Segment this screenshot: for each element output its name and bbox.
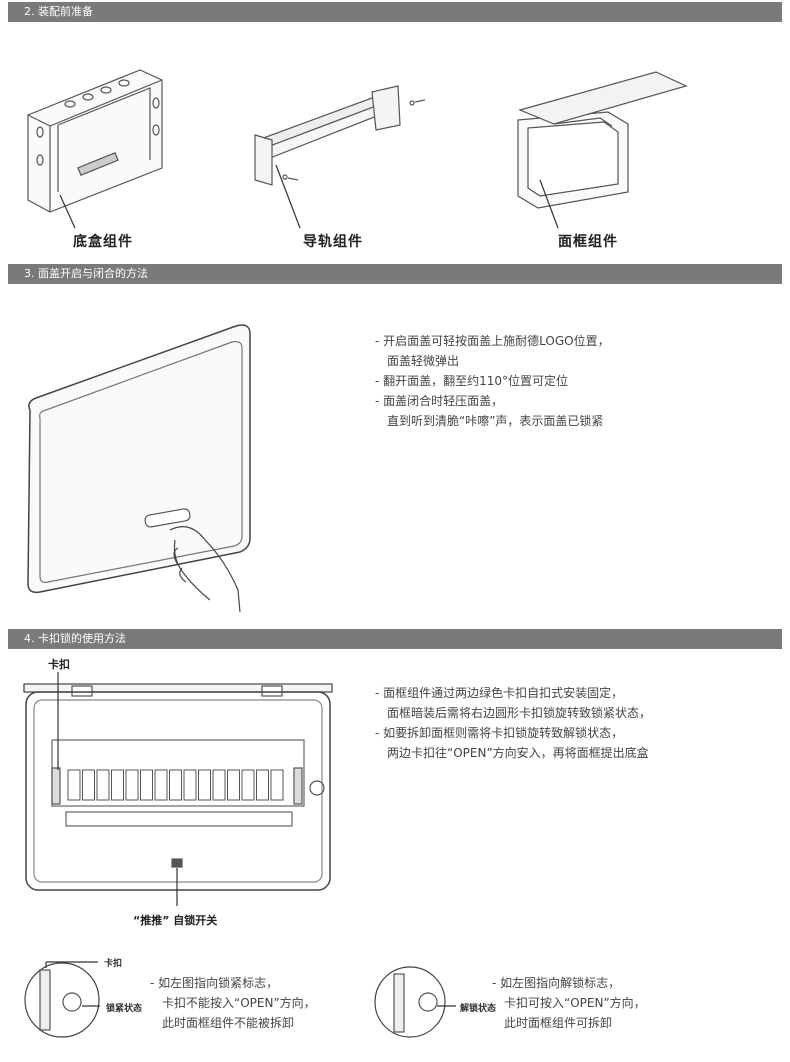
unlocked-notes: - 如左图指向解锁标志， 卡扣可按入“OPEN”方向， 此时面框组件可拆卸 — [492, 973, 646, 1033]
lock-note: 两边卡扣往“OPEN”方向安入，再将面框提出底盒 — [387, 746, 649, 760]
frame-illustration — [517, 71, 688, 229]
locked-diagram — [24, 961, 100, 1038]
breaker-module — [270, 769, 284, 801]
breaker-module — [67, 769, 81, 801]
unlocked-note: 卡扣可按入“OPEN”方向， — [504, 996, 646, 1010]
back-box-illustration — [27, 69, 163, 229]
section-3-header: 3. 面盖开启与闭合的方法 — [8, 264, 782, 284]
breaker-module — [198, 769, 211, 801]
unlocked-diagram — [374, 966, 456, 1038]
cover-note: 面盖轻微弹出 — [387, 354, 460, 368]
breaker-module — [140, 769, 153, 801]
section-2-header: 2. 装配前准备 — [8, 2, 782, 22]
cover-note: - 面盖闭合时轻压面盖， — [375, 394, 504, 408]
breaker-module — [125, 769, 139, 801]
lock-panel-illustration — [23, 672, 333, 906]
caption-back-box: 底盒组件 — [73, 234, 133, 250]
section-4-header: 4. 卡扣锁的使用方法 — [8, 629, 782, 649]
unlocked-state-label: 解锁状态 — [460, 1004, 497, 1014]
locked-state-label: 锁紧状态 — [106, 1004, 143, 1014]
lock-notes: - 面框组件通过两边绿色卡扣自扣式安装固定， 面框暗装后需将右边圆形卡扣锁旋转致… — [375, 683, 651, 763]
small-clip-label: 卡扣 — [104, 959, 123, 969]
locked-note: - 如左图指向锁紧标志， — [150, 976, 279, 990]
cover-note: - 翻开面盖，翻至约110°位置可定位 — [375, 374, 569, 388]
breaker-module — [154, 769, 168, 801]
breaker-module — [212, 769, 226, 801]
lock-note: - 如要拆卸面框则需将卡扣锁旋转致解锁状态， — [375, 726, 624, 740]
lock-note: 面框暗装后需将右边圆形卡扣锁旋转致锁紧状态， — [387, 706, 652, 720]
locked-note: 卡扣不能按入“OPEN”方向， — [162, 996, 316, 1010]
breaker-module — [111, 769, 124, 801]
breaker-module — [96, 769, 110, 801]
clip-label: 卡扣 — [48, 658, 70, 671]
breaker-module — [169, 769, 182, 801]
cover-note: - 开启面盖可轻按面盖上施耐德LOGO位置， — [375, 334, 610, 348]
push-switch-label: “推推” 自锁开关 — [133, 914, 218, 927]
locked-note: 此时面框组件不能被拆卸 — [162, 1016, 295, 1030]
locked-notes: - 如左图指向锁紧标志， 卡扣不能按入“OPEN”方向， 此时面框组件不能被拆卸 — [150, 973, 316, 1033]
caption-rail: 导轨组件 — [303, 234, 363, 250]
breaker-module — [241, 769, 255, 801]
unlocked-note: 此时面框组件可拆卸 — [504, 1016, 613, 1030]
cover-note: 直到听到清脆“咔嚓”声，表示面盖已锁紧 — [387, 414, 604, 428]
cover-notes: - 开启面盖可轻按面盖上施耐德LOGO位置， 面盖轻微弹出 - 翻开面盖，翻至约… — [375, 331, 610, 431]
breaker-module — [183, 769, 197, 801]
rail-illustration — [254, 85, 426, 229]
breaker-module — [82, 769, 95, 801]
caption-frame: 面框组件 — [558, 234, 618, 250]
breaker-module — [256, 769, 269, 801]
cover-illustration — [27, 324, 251, 613]
unlocked-note: - 如左图指向解锁标志， — [492, 976, 621, 990]
lock-note: - 面框组件通过两边绿色卡扣自扣式安装固定， — [375, 686, 624, 700]
breaker-module — [227, 769, 240, 801]
